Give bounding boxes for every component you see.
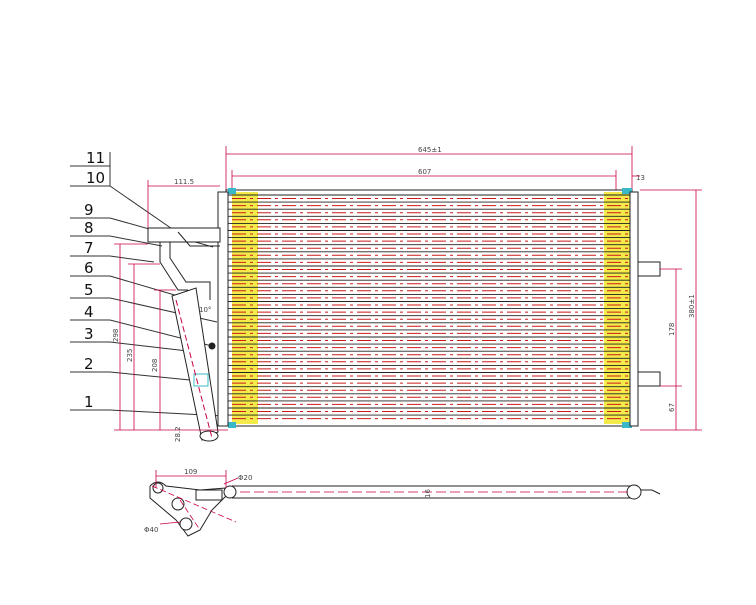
- condenser-core: [225, 188, 633, 428]
- dim-298: 298: [112, 329, 120, 342]
- callout-4: 4: [84, 303, 94, 321]
- dim-right-tab: 13: [636, 174, 645, 182]
- dim-pipe-dia: Φ20: [238, 474, 252, 482]
- right-dimensions: [640, 189, 702, 431]
- right-tank-assembly: [629, 191, 661, 427]
- callout-5: 5: [84, 281, 94, 299]
- dim-overall-height: 380±1: [688, 294, 696, 318]
- dim-bottom-offset: 109: [184, 468, 197, 476]
- tube-rows: [228, 194, 630, 420]
- dim-mount-bottom: 67: [668, 403, 676, 412]
- callout-6: 6: [84, 259, 94, 277]
- dim-fitting-dia: Φ40: [144, 526, 158, 534]
- callout-10: 10: [86, 169, 105, 187]
- dim-208: 208: [151, 359, 159, 372]
- dim-angle: 10°: [199, 306, 211, 314]
- callout-3: 3: [84, 325, 94, 343]
- callout-numbers: 11 10 9 8 7 6 5 4 3 2 1: [84, 149, 105, 411]
- dim-dryer-dia: 28.2: [174, 426, 182, 442]
- callout-11: 11: [86, 149, 105, 167]
- dim-overall-width: 645±1: [418, 146, 442, 154]
- bottom-view: [149, 481, 661, 537]
- callout-9: 9: [84, 201, 94, 219]
- callout-8: 8: [84, 219, 94, 237]
- dim-bracket-offset: 111.5: [174, 178, 194, 186]
- top-dimensions: [147, 146, 640, 232]
- dim-section-mark: 16: [424, 489, 432, 498]
- dim-mount-spacing: 178: [668, 323, 676, 336]
- dim-core-width: 607: [418, 168, 431, 176]
- left-dimensions: [114, 243, 228, 431]
- callout-1: 1: [84, 393, 94, 411]
- bottom-dimensions: [151, 470, 630, 531]
- dim-235: 235: [126, 349, 134, 362]
- callout-2: 2: [84, 355, 94, 373]
- callout-7: 7: [84, 239, 94, 257]
- left-tank-assembly: [147, 191, 229, 442]
